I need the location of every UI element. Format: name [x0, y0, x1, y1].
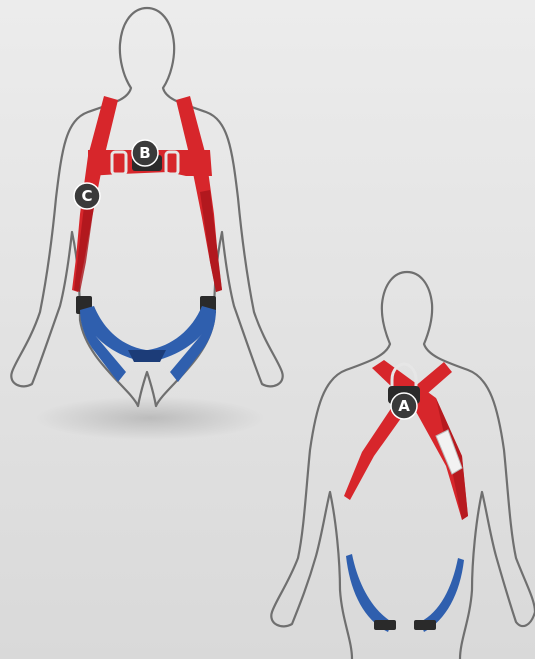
marker-c: C [74, 183, 100, 209]
front-leg-strap-seam [128, 350, 166, 362]
marker-c-label: C [81, 187, 92, 205]
marker-b: B [132, 140, 158, 166]
marker-b-label: B [139, 144, 150, 162]
front-floor-shadow [35, 396, 265, 440]
marker-a: A [391, 393, 417, 419]
back-right-leg-buckle [414, 620, 436, 630]
back-left-leg-buckle [374, 620, 396, 630]
marker-a-label: A [398, 397, 410, 415]
